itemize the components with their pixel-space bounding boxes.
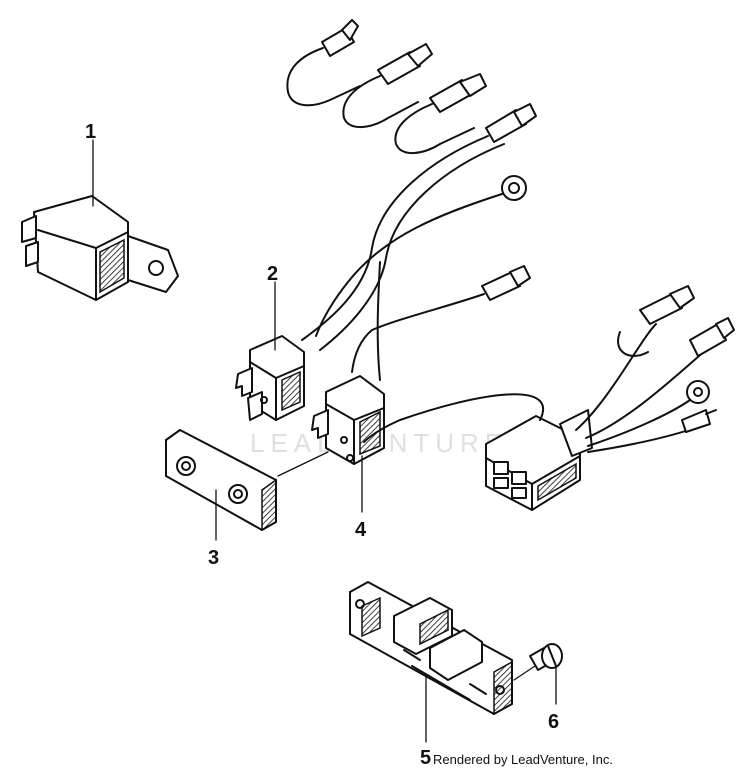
credit-text: Rendered by LeadVenture, Inc. bbox=[433, 752, 613, 767]
callout-3: 3 bbox=[208, 547, 219, 569]
part-4-switch[interactable] bbox=[311, 375, 385, 465]
wire-harness bbox=[286, 19, 537, 381]
part-3-bracket[interactable] bbox=[165, 429, 277, 532]
connector-block[interactable] bbox=[363, 285, 735, 511]
part-2-switch[interactable] bbox=[235, 335, 305, 421]
callout-4: 4 bbox=[355, 519, 367, 541]
part-1-relay[interactable] bbox=[21, 195, 179, 301]
callout-5: 5 bbox=[420, 747, 431, 769]
callout-2: 2 bbox=[267, 263, 278, 285]
callout-1: 1 bbox=[85, 121, 96, 143]
part-5-bracket[interactable] bbox=[349, 581, 513, 716]
part-6-screw[interactable] bbox=[529, 643, 563, 671]
callout-6: 6 bbox=[548, 711, 559, 733]
